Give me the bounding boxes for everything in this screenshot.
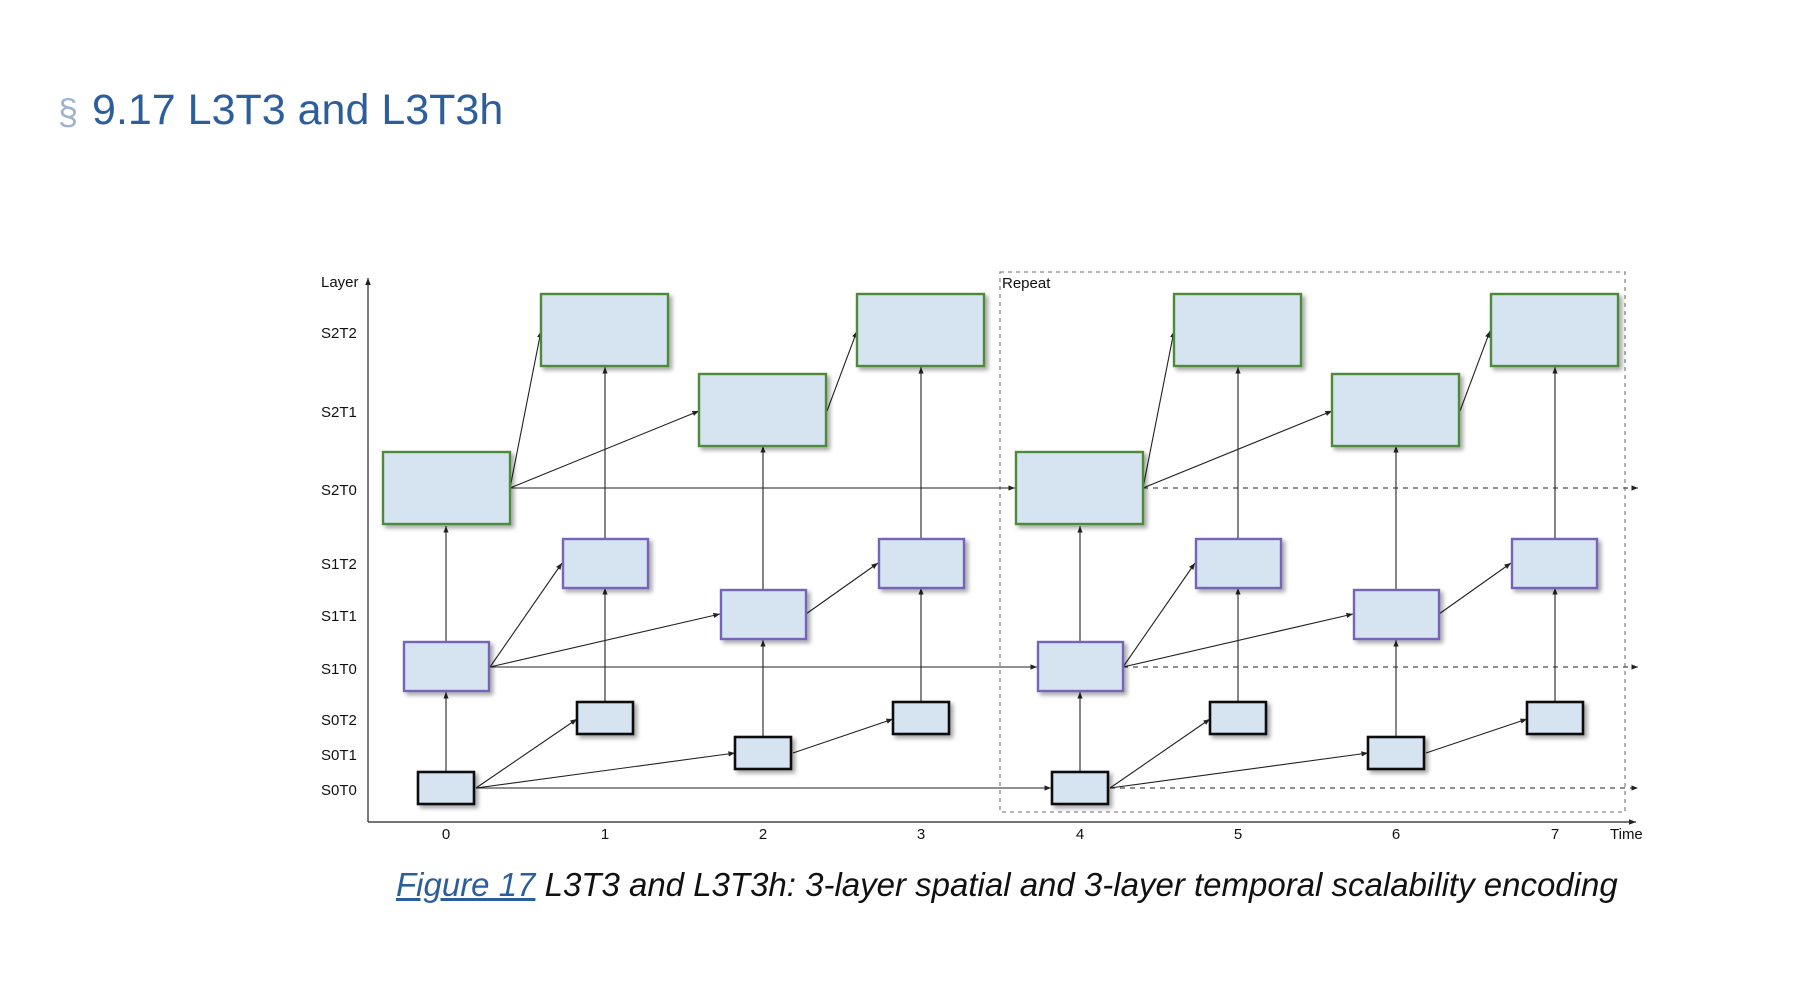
time-tick-6: 6 (1392, 826, 1400, 843)
layer-label-s2t2: S2T2 (321, 325, 357, 342)
frame-s1t1-t2 (719, 588, 808, 641)
frame-s2t0-t0 (381, 450, 512, 526)
layer-label-s0t0: S0T0 (321, 782, 357, 799)
time-tick-1: 1 (601, 826, 609, 843)
layer-label-s2t1: S2T1 (321, 404, 357, 421)
frame-s0t0-t0 (416, 770, 476, 806)
frame-s2t2-t5 (1172, 292, 1303, 368)
time-tick-0: 0 (442, 826, 450, 843)
frame-s0t2-t5 (1208, 700, 1268, 736)
y-axis-label: Layer (321, 274, 359, 291)
frame-s0t0-t4 (1050, 770, 1110, 806)
time-tick-3: 3 (917, 826, 925, 843)
layer-label-s2t0: S2T0 (321, 482, 357, 499)
frame-s2t1-t6 (1330, 372, 1461, 448)
frames (381, 292, 1620, 806)
section-title: 9.17 L3T3 and L3T3h (92, 86, 504, 134)
frame-s1t1-t6 (1352, 588, 1441, 641)
frame-s1t2-t1 (561, 537, 650, 590)
layer-label-s0t2: S0T2 (321, 712, 357, 729)
frame-s2t2-t1 (539, 292, 670, 368)
figure-link[interactable]: Figure 17 (396, 866, 536, 903)
time-tick-5: 5 (1234, 826, 1242, 843)
figure-caption: Figure 17 L3T3 and L3T3h: 3-layer spatia… (396, 866, 1618, 904)
frame-s2t2-t7 (1489, 292, 1620, 368)
frame-s2t2-t3 (855, 292, 986, 368)
frame-s1t0-t4 (1036, 640, 1125, 693)
time-tick-2: 2 (759, 826, 767, 843)
frame-s2t0-t4 (1014, 450, 1145, 526)
layer-label-s1t2: S1T2 (321, 556, 357, 573)
section-heading: § 9.17 L3T3 and L3T3h (58, 86, 503, 135)
caption-text: L3T3 and L3T3h: 3-layer spatial and 3-la… (535, 866, 1618, 903)
frame-s1t2-t3 (877, 537, 966, 590)
frame-s0t2-t1 (575, 700, 635, 736)
frame-s2t1-t2 (697, 372, 828, 448)
x-axis-label: Time (1610, 826, 1643, 843)
layer-label-s0t1: S0T1 (321, 747, 357, 764)
frame-s0t1-t6 (1366, 735, 1426, 771)
frame-s0t1-t2 (733, 735, 793, 771)
time-tick-4: 4 (1076, 826, 1084, 843)
repeat-region (999, 271, 1626, 813)
frame-s0t2-t3 (891, 700, 951, 736)
frame-s1t2-t5 (1194, 537, 1283, 590)
section-mark: § (58, 91, 79, 132)
frame-s0t2-t7 (1525, 700, 1585, 736)
frame-s1t0-t0 (402, 640, 491, 693)
repeat-continuation-arrows (1110, 485, 1638, 791)
layer-label-s1t1: S1T1 (321, 608, 357, 625)
time-tick-7: 7 (1551, 826, 1559, 843)
dependency-arrows (443, 330, 1558, 791)
frame-s1t2-t7 (1510, 537, 1599, 590)
repeat-label: Repeat (1002, 275, 1051, 292)
layer-label-s1t0: S1T0 (321, 661, 357, 678)
